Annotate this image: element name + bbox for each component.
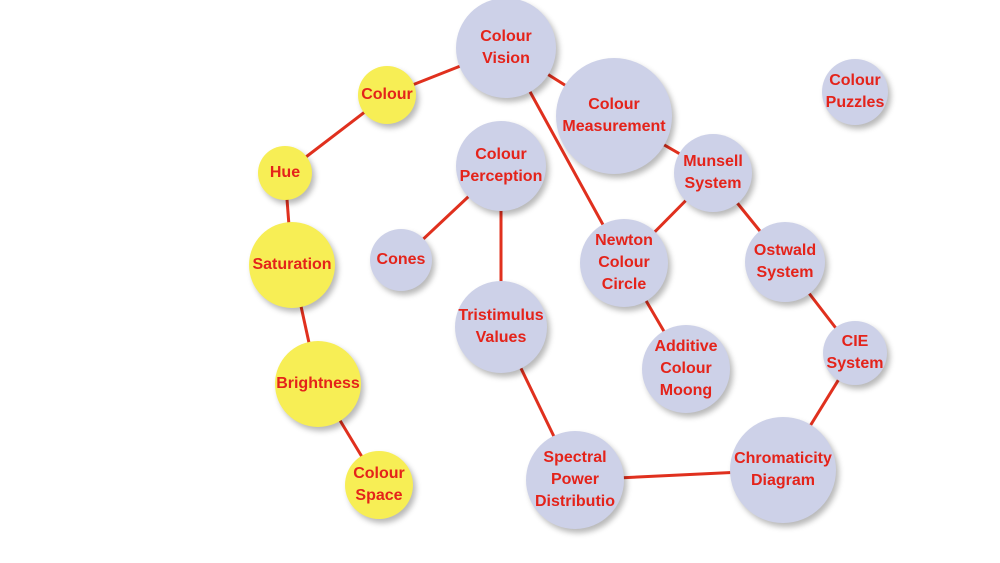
node-cones: Cones bbox=[370, 229, 432, 291]
node-colour: Colour bbox=[358, 66, 416, 124]
node-tristimulus-values: Tristimulus Values bbox=[455, 281, 547, 373]
node-label: Chromaticity Diagram bbox=[734, 450, 832, 489]
node-spectral-power-distributio: Spectral Power Distributio bbox=[526, 431, 624, 529]
node-ostwald-system: Ostwald System bbox=[745, 222, 825, 302]
node-label: Munsell System bbox=[683, 153, 743, 192]
node-munsell-system: Munsell System bbox=[674, 134, 752, 212]
node-label: Ostwald System bbox=[753, 242, 817, 281]
node-additive-colour-moong: Additive Colour Moong bbox=[642, 325, 730, 413]
node-newton-colour-circle: Newton Colour Circle bbox=[580, 219, 668, 307]
node-label: Colour Measurement bbox=[562, 96, 666, 135]
node-label: Colour Space bbox=[353, 465, 405, 504]
node-saturation: Saturation bbox=[249, 222, 335, 308]
node-label: Saturation bbox=[252, 256, 332, 273]
node-colour-perception: Colour Perception bbox=[456, 121, 546, 211]
node-label: CIE System bbox=[826, 333, 884, 372]
node-label: Hue bbox=[269, 164, 301, 181]
node-label: Colour Puzzles bbox=[825, 72, 885, 111]
node-label: Cones bbox=[376, 251, 426, 268]
node-label: Colour Perception bbox=[459, 146, 543, 185]
node-colour-measurement: Colour Measurement bbox=[556, 58, 672, 174]
node-label: Brightness bbox=[276, 375, 360, 392]
node-label: Newton Colour Circle bbox=[595, 232, 653, 293]
node-label: Colour Vision bbox=[480, 28, 532, 67]
node-colour-vision: Colour Vision bbox=[456, 0, 556, 98]
node-chromaticity-diagram: Chromaticity Diagram bbox=[730, 417, 836, 523]
node-hue: Hue bbox=[258, 146, 312, 200]
node-label: Tristimulus Values bbox=[458, 307, 544, 346]
node-brightness: Brightness bbox=[275, 341, 361, 427]
node-colour-puzzles: Colour Puzzles bbox=[822, 59, 888, 125]
node-label: Colour bbox=[361, 86, 413, 103]
node-label: Spectral Power Distributio bbox=[535, 449, 615, 510]
node-colour-space: Colour Space bbox=[345, 451, 413, 519]
node-cie-system: CIE System bbox=[823, 321, 887, 385]
node-label: Additive Colour Moong bbox=[654, 338, 718, 399]
